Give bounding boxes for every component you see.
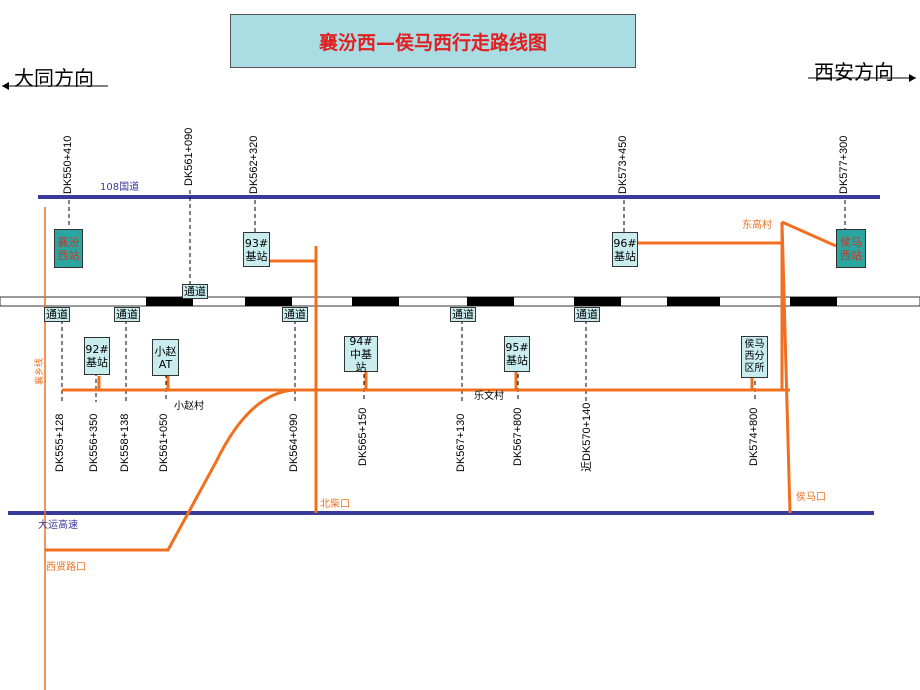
lower-mileage: DK564+090 [288,413,300,472]
expressway-label: 大运高速 [38,520,78,531]
station-line: 基站 [86,356,108,369]
lower-mileage: 近DK570+140 [581,402,593,472]
station-line: 基站 [245,249,268,263]
map-title: 襄汾西—侯马西行走路线图 [230,14,636,68]
upper-mileage: DK577+300 [838,135,850,194]
national-road-label: 108国道 [100,182,140,193]
station-xiangfen-west[interactable]: 襄汾 西站 [54,229,83,268]
station-line: 西站 [57,248,80,262]
station-houma-west[interactable]: 侯马 西站 [836,229,866,268]
lower-mileage: DK555+128 [54,413,66,472]
station-line: 95# [505,341,529,354]
base-station-96[interactable]: 96# 基站 [612,232,638,267]
station-line: 区所 [744,363,765,374]
xiangxiang-line-label: 襄乡线 [35,357,45,385]
base-station-95[interactable]: 95# 基站 [504,336,530,372]
upper-dashed-lines [68,190,846,284]
houma-west-section[interactable]: 侯马 西分 区所 [741,336,768,378]
rail-segment [790,297,837,306]
lower-mileage: DK567+130 [455,413,467,472]
lower-mileage: DK565+150 [357,407,369,466]
rail-segment [667,297,720,306]
place-lewen: 乐文村 [474,391,504,402]
rail-segment [352,297,399,306]
lower-mileage: DK574+800 [748,407,760,466]
upper-mileage: DK550+410 [62,135,74,194]
passage-label[interactable]: 通道 [450,307,476,322]
left-arrow-head [2,82,9,90]
station-line: 襄汾 [57,235,80,249]
place-xiaozhao: 小赵村 [174,401,204,412]
station-line: 基站 [614,249,636,263]
left-direction-label: 大同方向 [14,66,94,90]
station-line: 96# [613,236,637,250]
lower-mileage: DK558+138 [119,413,131,472]
right-arrow-head [909,74,916,82]
railway-track [0,296,920,307]
station-line: 基站 [506,354,528,367]
base-station-92[interactable]: 92# 基站 [84,337,110,375]
passage-label[interactable]: 通道 [114,307,140,322]
passage-label[interactable]: 通道 [44,307,70,322]
lower-dashed-lines [61,320,756,402]
upper-mileage: DK573+450 [617,135,629,194]
rail-segment [467,297,514,306]
station-line: 西站 [840,248,862,262]
station-line: 93# [244,236,269,250]
station-line: 小赵 [154,344,177,358]
place-donggao: 东高村 [742,220,772,231]
base-station-93[interactable]: 93# 基站 [243,232,270,267]
station-line: 侯马 [744,339,765,350]
rail-segment [574,297,621,306]
station-line: 94# [349,334,373,348]
lower-mileage: DK567+800 [512,407,524,466]
passage-label[interactable]: 通道 [574,307,600,322]
station-line: AT [158,357,173,371]
lower-mileage: DK556+350 [88,413,100,472]
station-line: 侯马 [840,235,862,249]
upper-mileage: DK561+090 [183,127,195,186]
passage-label[interactable]: 通道 [282,307,308,322]
passage-label[interactable]: 通道 [182,284,208,299]
upper-mileage: DK562+320 [248,135,260,194]
lower-mileage: DK561+050 [158,413,170,472]
access-routes [44,207,837,690]
base-station-94[interactable]: 94# 中基站 [344,334,378,374]
rail-segment [245,297,292,306]
place-houmakou: 侯马口 [796,492,826,503]
station-line: 中基站 [350,347,372,374]
rail-segment [146,297,193,306]
place-xixianlukou: 西贤路口 [46,562,86,573]
right-direction-label: 西安方向 [814,60,894,84]
station-line: 92# [85,343,109,356]
place-beichaikou: 北柴口 [320,499,350,510]
xiaozhao-at[interactable]: 小赵 AT [152,339,179,376]
station-line: 西分 [744,351,765,362]
